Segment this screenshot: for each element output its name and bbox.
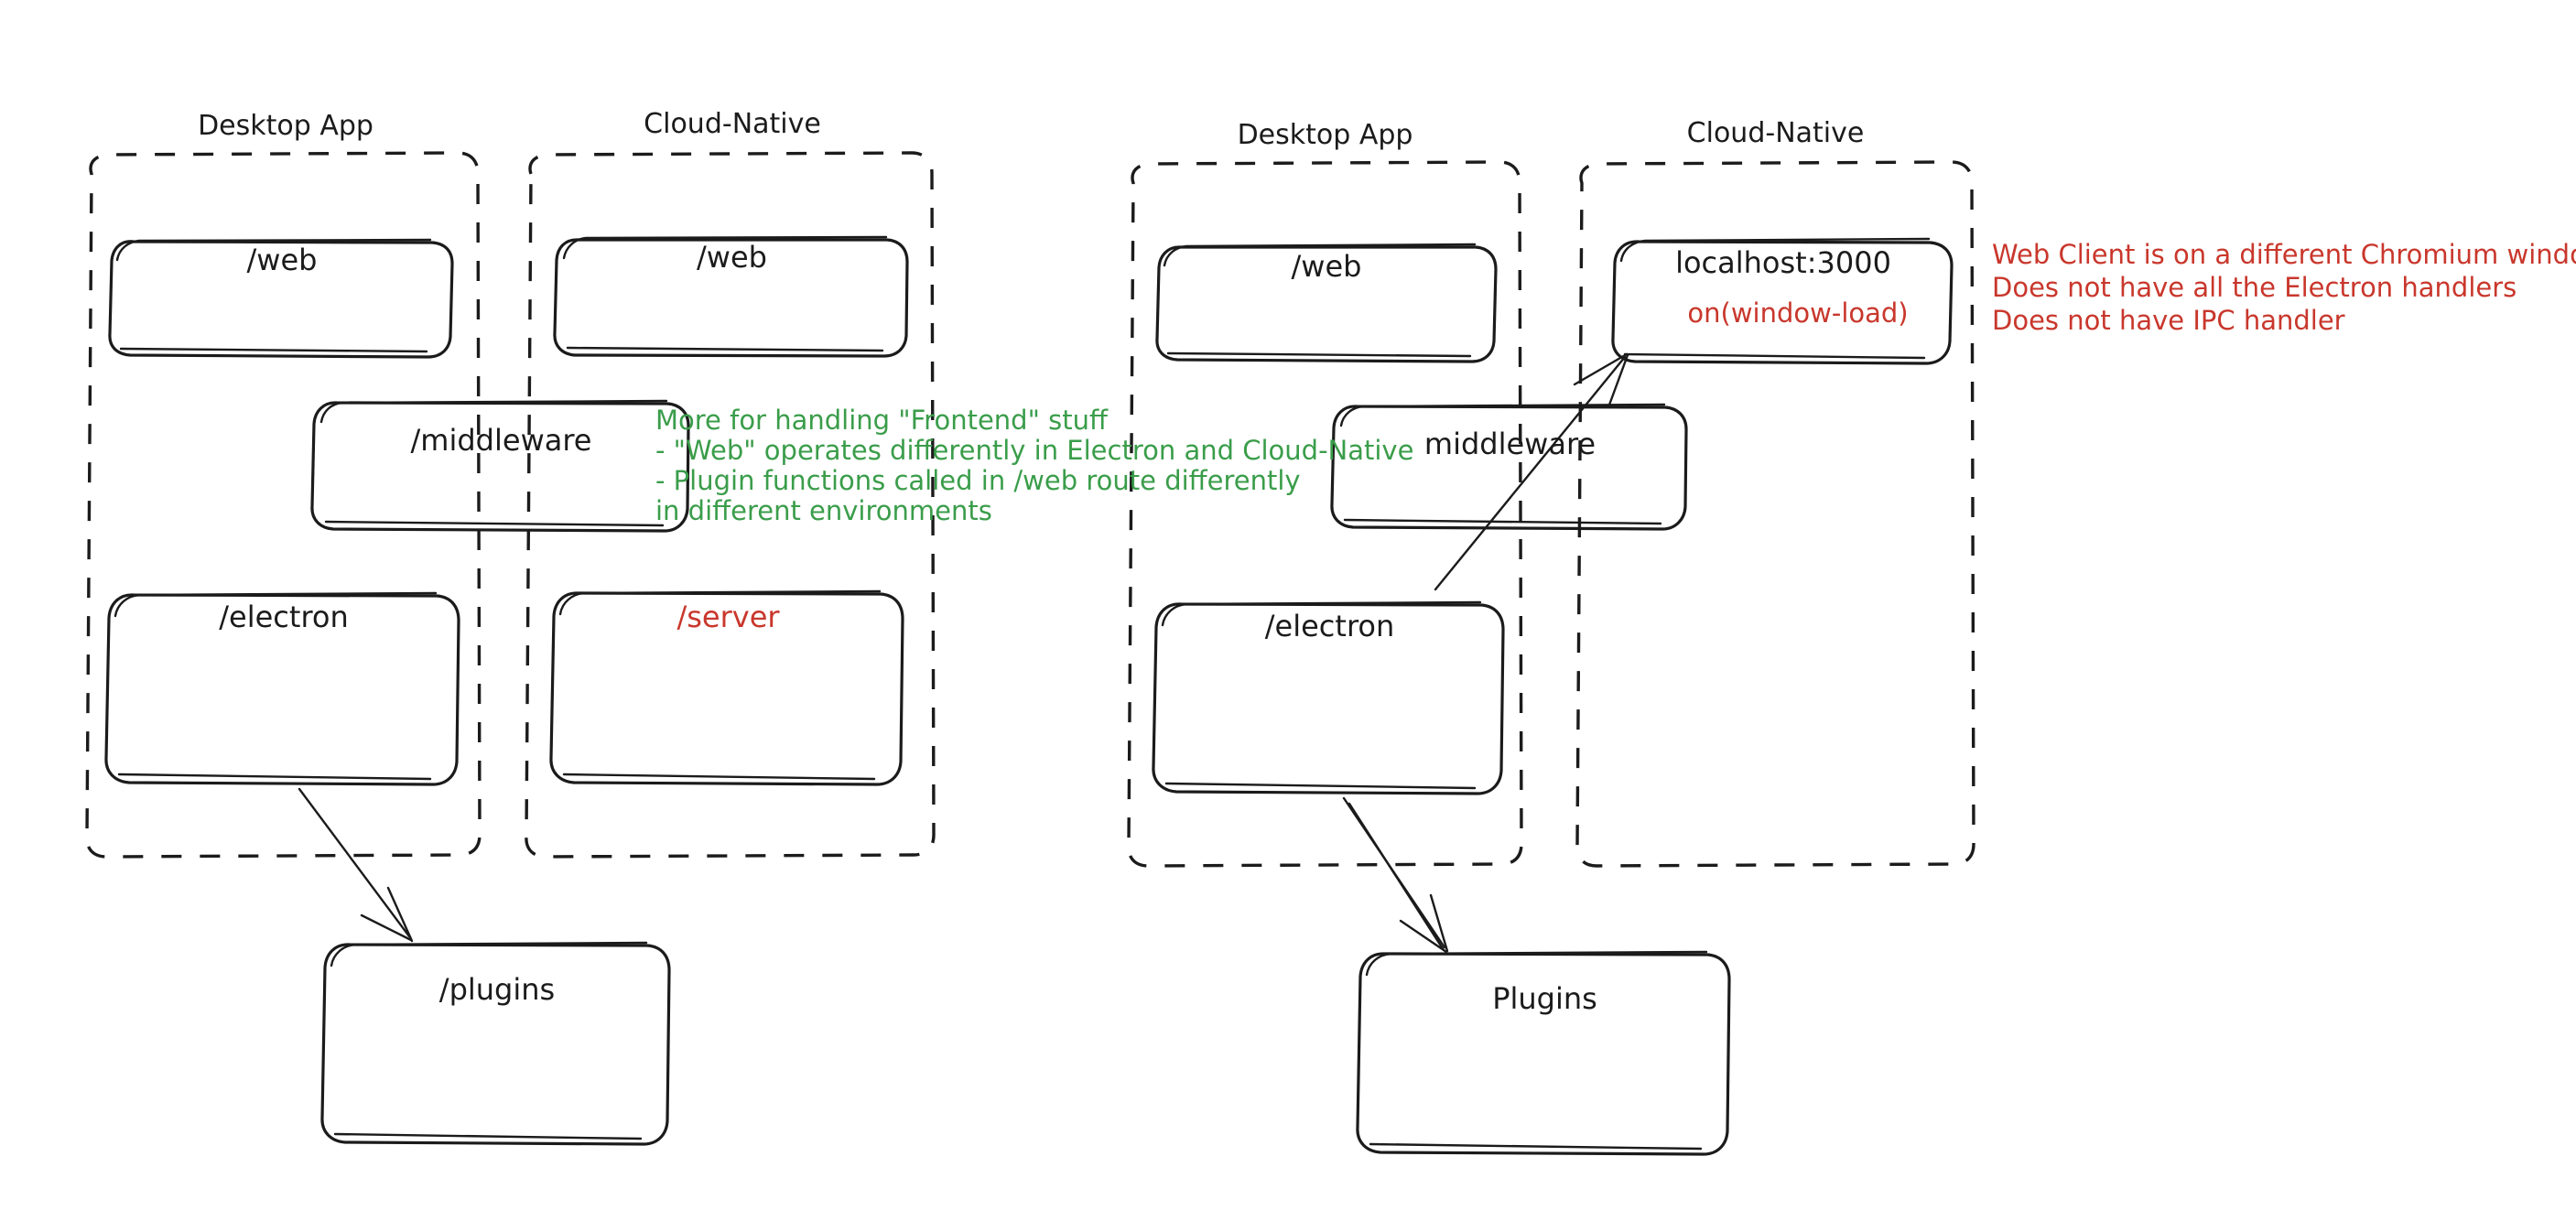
left-box-middleware [310,399,690,533]
right-box-desktop-web [1155,243,1498,363]
right-box-label-desktop-web: /web [1291,249,1362,284]
left-container-desktop-app [85,151,482,859]
red-annotation-note: Web Client is on a different Chromium wi… [1992,238,2576,337]
left-desktop-app-label: Desktop App [198,110,373,142]
right-container-title-desktop-app: Desktop App [1237,119,1413,151]
green-annotation-line-2: - "Web" operates differently in Electron… [655,435,1414,466]
right-arrow-electron-to-plugins [1342,796,1449,954]
right-container-cloud-native [1575,160,1975,868]
right-box-label-plugins: Plugins [1492,981,1597,1016]
left-box-label-cloud-web: /web [697,240,767,275]
left-box-electron [104,591,460,786]
right-arrow-electron-to-localhost [1434,352,1629,591]
right-box-sublabel-localhost-onwindowload: on(window-load) [1687,297,1909,329]
left-cloud-native-label: Cloud-Native [644,108,821,140]
left-box-plugins [320,941,671,1146]
left-box-server [549,589,904,786]
left-box-label-desktop-web: /web [246,243,318,277]
left-box-label-plugins: /plugins [438,972,556,1007]
left-container-title-cloud-native: Cloud-Native [531,108,934,140]
left-box-desktop-web [108,238,454,359]
right-diagram [1127,160,1975,1156]
left-box-cloud-web [553,235,909,358]
right-box-localhost [1611,237,1954,365]
left-box-label-electron: /electron [219,600,349,634]
right-box-label-middleware: middleware [1423,427,1596,461]
left-arrow-electron-to-plugins [298,787,414,943]
left-diagram [85,151,936,1146]
right-box-middleware [1330,403,1688,531]
red-annotation-line-1: Web Client is on a different Chromium wi… [1992,239,2576,270]
left-box-label-server: /server [676,600,780,634]
right-box-label-electron: /electron [1264,609,1395,643]
left-container-title-desktop-app: Desktop App [92,110,480,142]
right-box-label-localhost: localhost:3000 [1675,245,1891,280]
green-annotation-line-3: - Plugin functions called in /web route … [655,465,1301,496]
red-annotation-line-2: Does not have all the Electron handlers [1992,272,2517,303]
green-annotation-line-1: More for handling "Frontend" stuff [655,405,1108,436]
left-container-cloud-native [525,151,936,859]
green-annotation-line-4: in different environments [655,495,992,526]
right-container-title-cloud-native: Cloud-Native [1686,117,1865,149]
green-annotation-note: More for handling "Frontend" stuff - "We… [655,405,1413,526]
right-container-desktop-app [1127,160,1523,868]
red-annotation-line-3: Does not have IPC handler [1992,305,2345,336]
right-box-electron [1152,600,1505,795]
left-box-label-middleware: /middleware [410,423,592,458]
right-box-plugins [1356,950,1731,1156]
